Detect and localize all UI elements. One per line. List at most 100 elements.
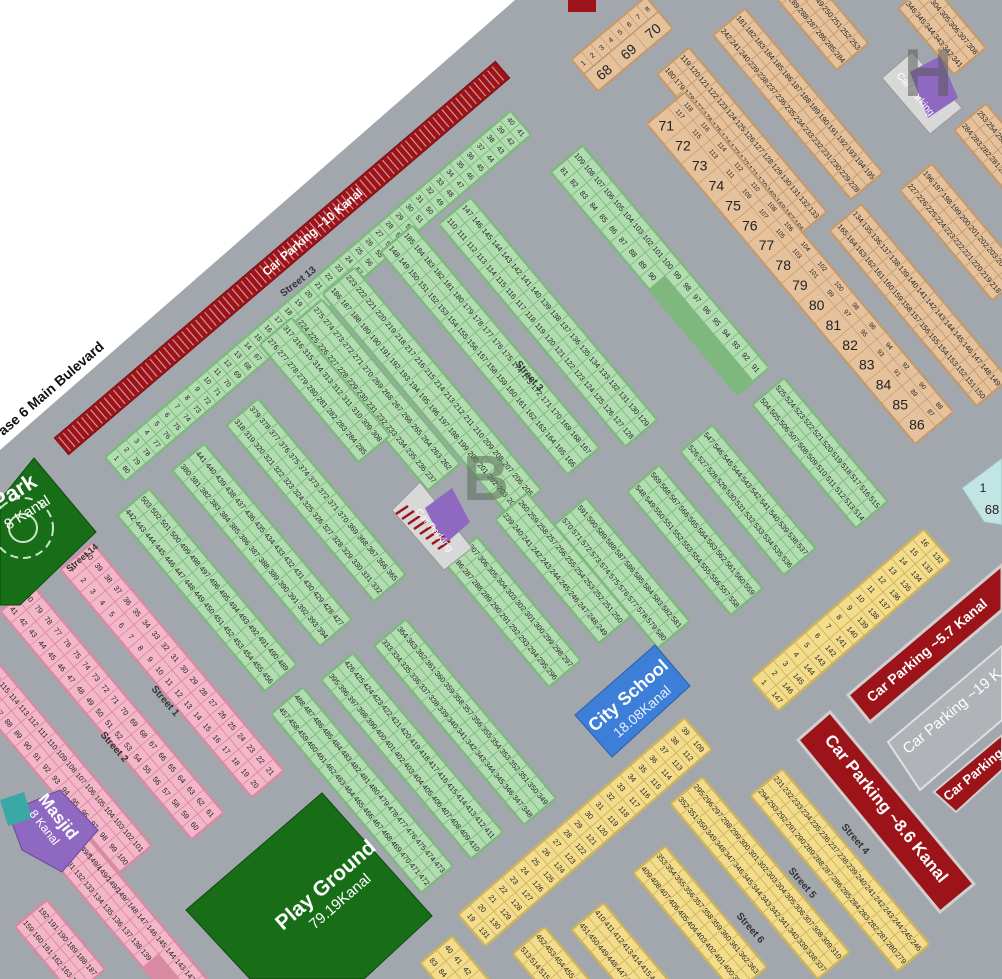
teal-plot-number-a: 1	[980, 481, 987, 495]
plot-number: 44	[485, 154, 495, 165]
green-block-16[interactable]: 5255245235225215205195185175165155045055…	[751, 376, 890, 530]
plot-number: 77	[759, 237, 775, 253]
plot-number: 17	[273, 315, 283, 326]
plot-number: 36	[465, 151, 475, 162]
plot-number: 82	[842, 337, 858, 353]
green-block-4[interactable]: 2232222212202192182172162152142132122112…	[321, 266, 543, 519]
plot[interactable]	[363, 575, 390, 601]
plot[interactable]	[411, 867, 438, 893]
green-block-14[interactable]: 5695685675665655645635625615605595485495…	[626, 463, 765, 617]
plot-number: 45	[474, 163, 484, 174]
green-block-19[interactable]: 4884874864854844834824814804794784774764…	[269, 685, 454, 894]
plot-number: 5	[152, 420, 160, 428]
tan-block-2[interactable]: 1811821831841851861871881891901911921931…	[711, 7, 884, 202]
plot-number: 34	[444, 168, 454, 179]
small-parking-top	[568, 0, 596, 12]
plot[interactable]	[417, 464, 444, 490]
plot[interactable]	[648, 622, 674, 648]
plot[interactable]	[557, 448, 584, 475]
green-block-6[interactable]: 3173163153143133123113103093082762772782…	[258, 316, 392, 464]
plot[interactable]	[509, 122, 531, 144]
plot-number: 6	[163, 412, 171, 420]
plot-number: 20	[303, 289, 313, 300]
teal-plot-number-b: 68	[985, 502, 999, 517]
plot[interactable]	[309, 620, 336, 646]
plot-number: 85	[892, 397, 908, 413]
green-block-9[interactable]: 5035025015004994984974964954944934924914…	[116, 487, 299, 693]
green-block-18[interactable]: 4264254244234224214204194184174164154144…	[319, 651, 504, 860]
plot-number: 3	[132, 438, 140, 446]
plot-number: 30	[404, 203, 414, 214]
green-block-13[interactable]: 5915905895885875865855845835825815705715…	[553, 496, 692, 650]
plot-number: 19	[293, 298, 303, 309]
plot-number: 83	[859, 357, 875, 373]
green-block-15[interactable]: 5475465455445435425415405395385375265275…	[679, 423, 818, 577]
plot-number: 75	[725, 197, 741, 213]
plot-number: 15	[252, 333, 262, 344]
plot-number: 55	[373, 249, 383, 260]
plot-number: 78	[775, 257, 791, 273]
plot-number: 25	[353, 246, 363, 257]
plot[interactable]	[461, 833, 488, 859]
plot-number: 73	[692, 158, 708, 174]
plot-number: 16	[262, 324, 272, 335]
plot[interactable]	[539, 661, 565, 687]
plot-number: 40	[505, 117, 515, 128]
plot-number: 39	[495, 125, 505, 136]
plot-number: 43	[495, 145, 505, 156]
plot-number: 38	[485, 134, 495, 145]
plot-number: 47	[454, 180, 464, 191]
plot-number: 23	[333, 263, 343, 274]
plot[interactable]	[774, 549, 800, 575]
green-block-8[interactable]: 4414404394384374364354344334324314304294…	[171, 442, 354, 648]
green-block-5[interactable]: 2752742732722712702692682672662652642632…	[288, 298, 461, 492]
plot-number: 46	[464, 171, 474, 182]
green-block-2[interactable]: 1471461451441431421411401391381371361351…	[437, 196, 659, 449]
plot[interactable]	[721, 589, 747, 615]
plot[interactable]	[615, 420, 642, 447]
plot-number: 68	[242, 361, 252, 372]
plot-number: 84	[876, 377, 892, 393]
plot-number: 71	[211, 387, 221, 398]
green-block-3[interactable]: 1851841831821811801791781771761751741731…	[379, 224, 601, 477]
plot[interactable]	[348, 436, 375, 462]
plot[interactable]	[742, 355, 769, 382]
plot-number: 75	[171, 422, 181, 433]
plot-number: 51	[414, 214, 424, 225]
green-block-17[interactable]: 3643633623613603593583573563553543533523…	[372, 617, 557, 826]
plot-number: 81	[826, 317, 842, 333]
phase-watermark: H	[903, 35, 952, 111]
green-block-11[interactable]: 2602592582572562552542532522512502392402…	[494, 491, 633, 645]
green-block-10[interactable]: 1091081071061051041031021011009998979695…	[549, 144, 771, 397]
plot-number: 12	[222, 358, 232, 369]
plot[interactable]	[639, 263, 666, 290]
plot[interactable]	[254, 665, 281, 691]
plot[interactable]	[846, 502, 872, 528]
plot[interactable]	[514, 799, 541, 825]
plot-number: 72	[675, 138, 691, 154]
green-block-1[interactable]: 1234567891011121314151617181920212223242…	[103, 109, 533, 483]
plot-number: 79	[131, 456, 141, 467]
plot-number: 41	[515, 128, 525, 139]
plot-number: 22	[323, 272, 333, 283]
plot-number: 33	[434, 177, 444, 188]
plot-number: 37	[475, 143, 485, 154]
green-block-7[interactable]: 3793783773763753743733723713703693683673…	[225, 397, 408, 603]
plot-number: 86	[909, 416, 925, 432]
plot-number: 24	[343, 255, 353, 266]
plot[interactable]	[589, 617, 615, 643]
plot-number: 79	[792, 277, 808, 293]
plot-number: 70	[222, 379, 232, 390]
plot-number: 31	[414, 194, 424, 205]
block-b-watermark: B	[463, 442, 509, 514]
plot-number: 77	[151, 439, 161, 450]
plot-number: 71	[658, 118, 674, 134]
plot-number: 8	[183, 395, 191, 403]
plot-number: 78	[141, 448, 151, 459]
plot-number: 74	[181, 413, 191, 424]
plot-number: 76	[742, 217, 758, 233]
plot-number: 80	[809, 297, 825, 313]
